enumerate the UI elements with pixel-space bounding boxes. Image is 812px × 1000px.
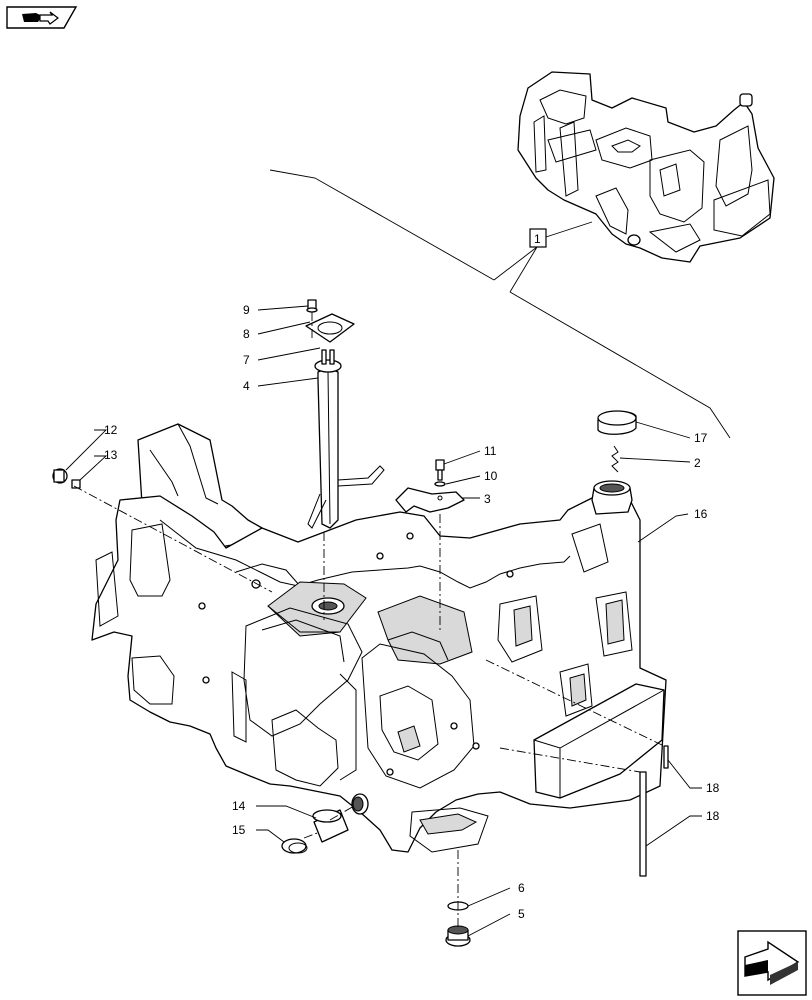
callout-3: 3 xyxy=(484,492,491,506)
assembly-center-lines xyxy=(73,312,665,930)
callout-11: 11 xyxy=(484,444,497,458)
callout-16: 16 xyxy=(694,507,708,521)
book-arrow-icon[interactable] xyxy=(6,6,78,29)
hose-14 xyxy=(312,809,349,843)
cap-wire xyxy=(611,445,619,473)
ref-box-1 xyxy=(529,228,547,248)
plug-12-13 xyxy=(52,468,81,489)
bracket xyxy=(395,459,465,513)
sender-gasket xyxy=(305,313,355,343)
callout-13: 13 xyxy=(104,448,118,462)
callout-14: 14 xyxy=(232,799,246,813)
drain-plug-5 xyxy=(445,925,471,947)
clamp-15 xyxy=(281,838,308,854)
callout-12: 12 xyxy=(104,423,118,437)
callout-7: 7 xyxy=(243,353,250,367)
callout-8: 8 xyxy=(243,327,250,341)
callout-9: 9 xyxy=(243,303,250,317)
overview-assembly xyxy=(517,71,775,263)
fuel-tank xyxy=(91,423,667,853)
callout-15: 15 xyxy=(232,823,246,837)
leader-lines xyxy=(65,305,702,937)
callout-17: 17 xyxy=(694,431,708,445)
strip-18-long xyxy=(639,771,647,877)
callout-18a: 18 xyxy=(706,781,720,795)
callout-2: 2 xyxy=(694,456,701,470)
fuel-sender xyxy=(307,349,385,529)
callout-18b: 18 xyxy=(706,809,720,823)
callout-10: 10 xyxy=(484,469,498,483)
callout-5: 5 xyxy=(518,907,525,921)
ref-label-1: 1 xyxy=(534,232,541,246)
filler-cap xyxy=(597,410,637,435)
callout-6: 6 xyxy=(518,881,525,895)
reference-bracket xyxy=(269,169,731,439)
screw-9 xyxy=(306,299,318,313)
next-page-arrow-icon[interactable] xyxy=(737,930,807,996)
callout-4: 4 xyxy=(243,379,250,393)
strip-18-short xyxy=(663,745,669,769)
